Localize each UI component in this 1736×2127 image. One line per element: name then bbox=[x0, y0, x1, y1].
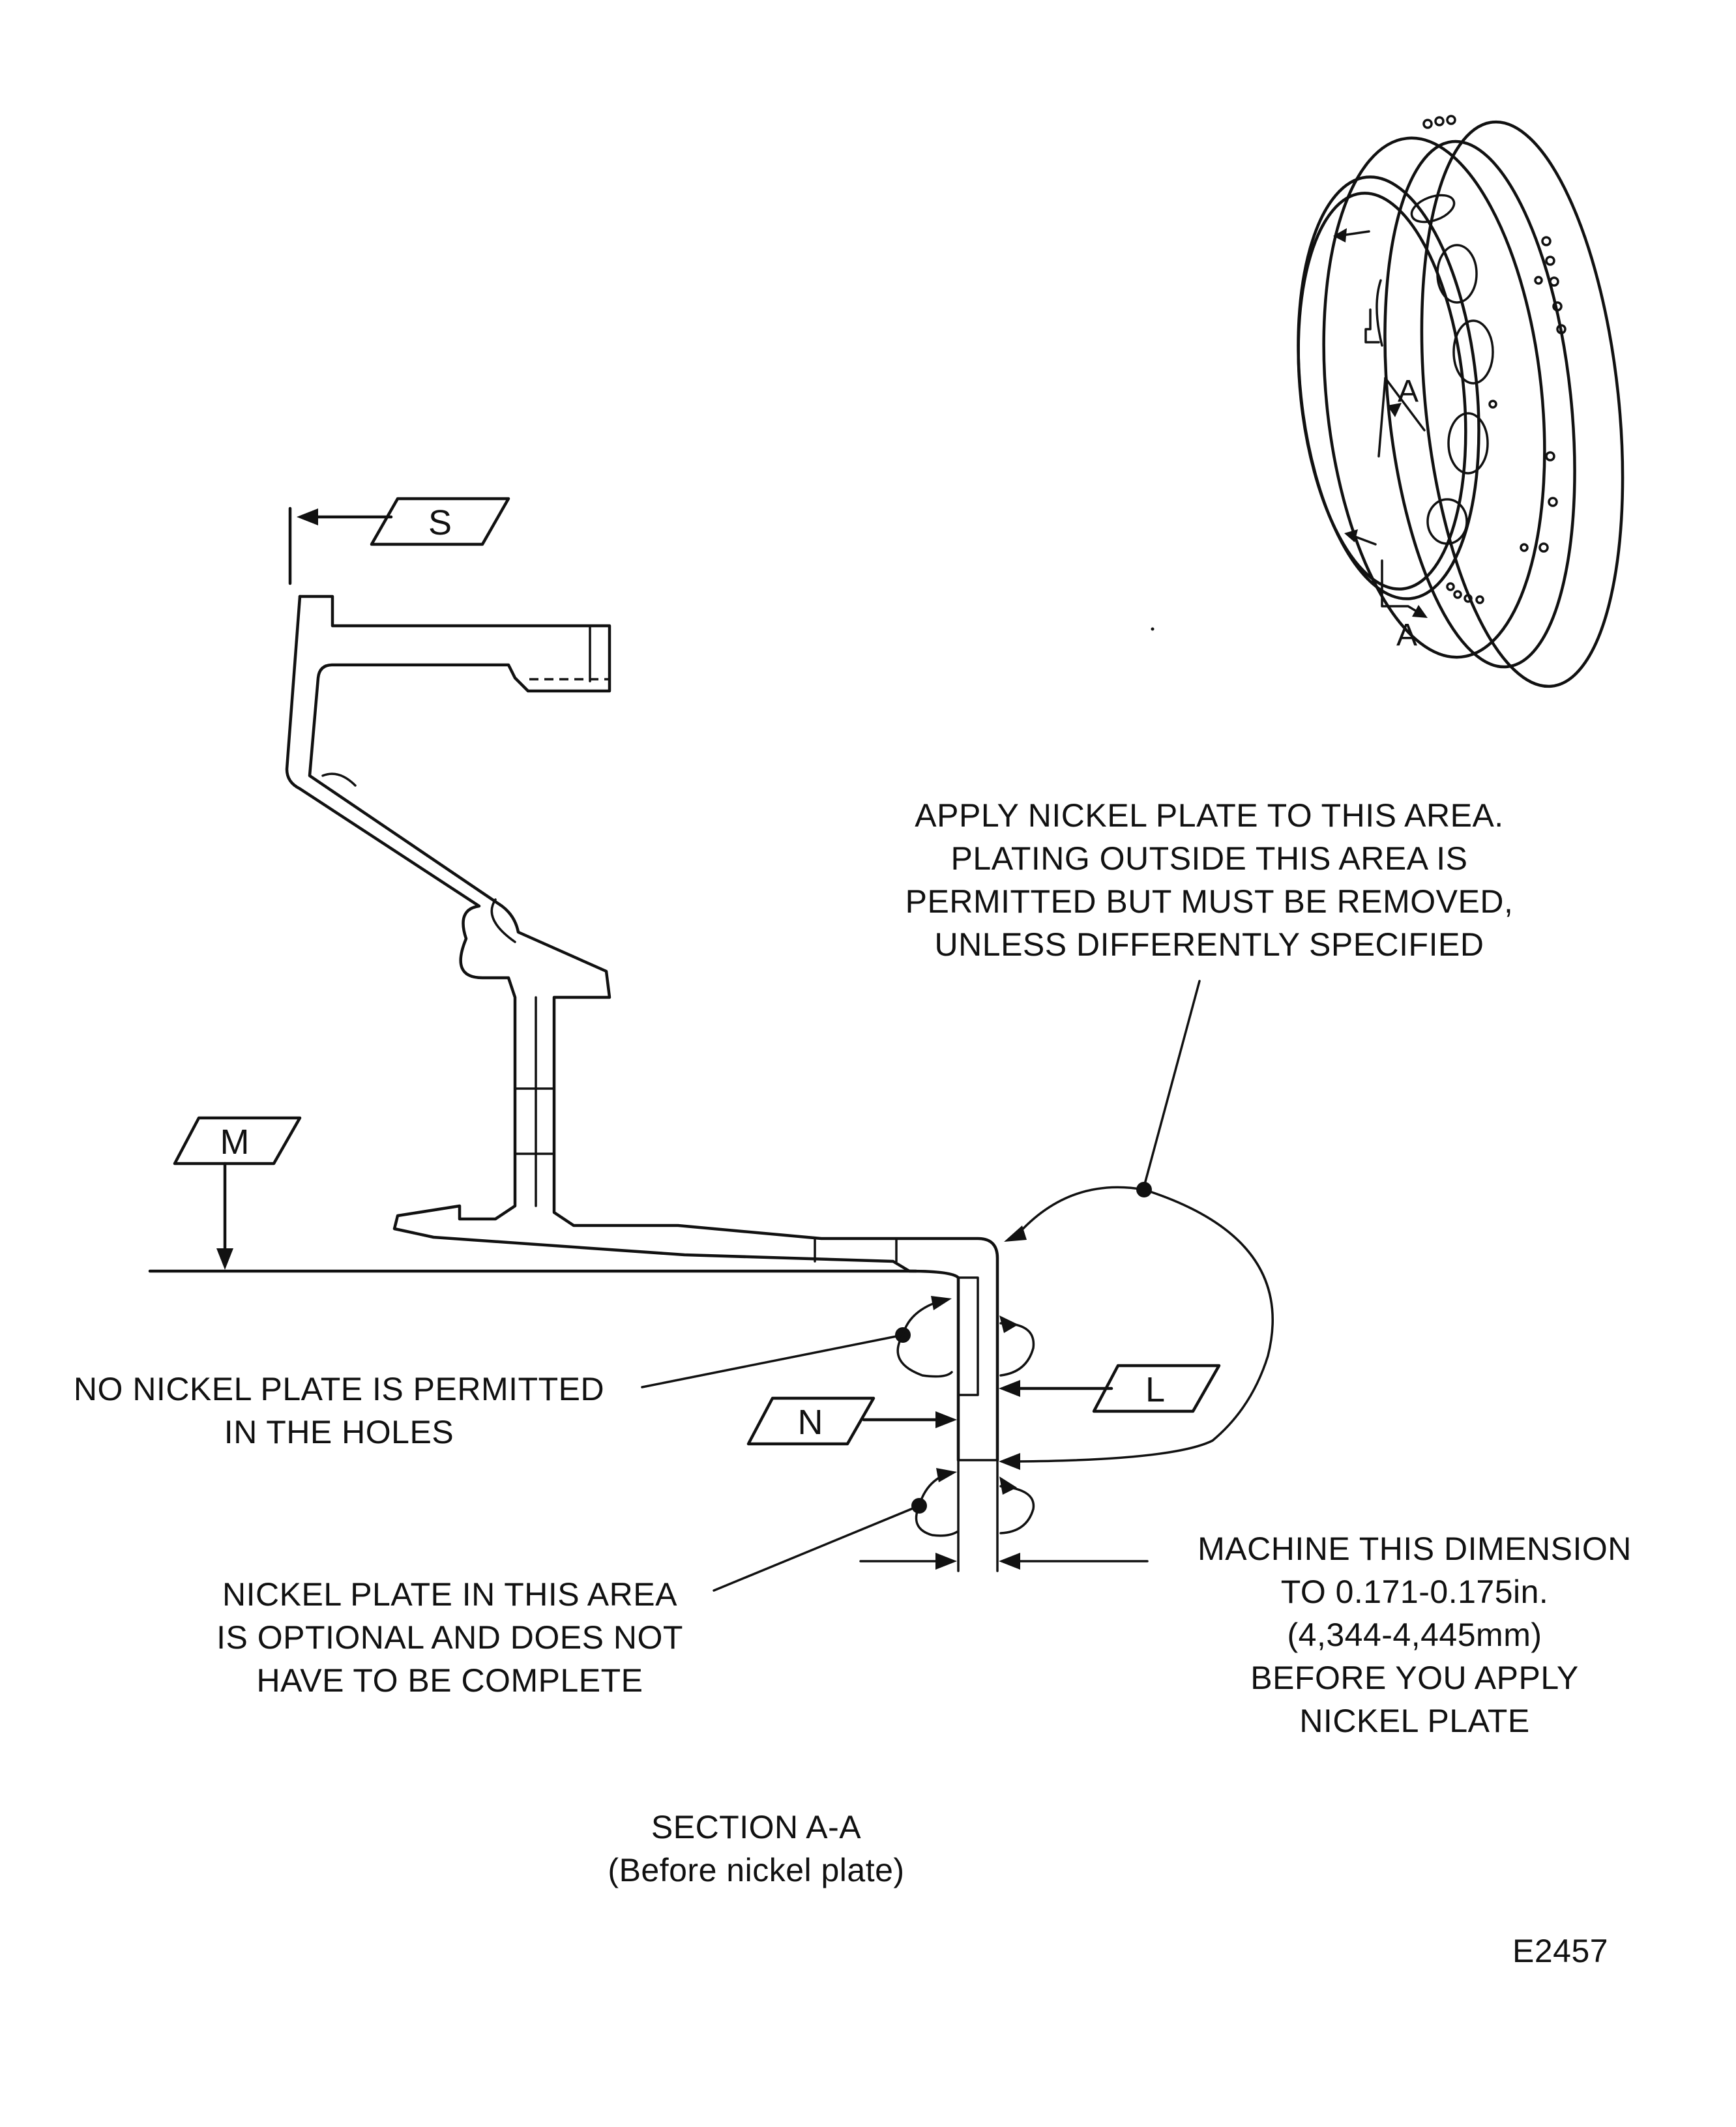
section-title: SECTION A-A bbox=[651, 1809, 862, 1845]
view-label-a-top: A bbox=[1398, 374, 1419, 409]
datum-tag-s: S bbox=[288, 497, 510, 585]
datum-tag-m: M bbox=[173, 1116, 302, 1270]
svg-text:L: L bbox=[1145, 1370, 1165, 1409]
machine-dimension-note: MACHINE THIS DIMENSION TO 0.171-0.175in.… bbox=[1198, 1531, 1632, 1739]
no-plate-holes-leader bbox=[641, 1296, 1035, 1388]
datum-tag-l: L bbox=[999, 1364, 1221, 1413]
optional-area-leader bbox=[713, 1468, 1035, 1592]
section-subtitle: (Before nickel plate) bbox=[608, 1852, 905, 1888]
apply-area-leader bbox=[999, 980, 1274, 1470]
section-profile bbox=[148, 594, 999, 1572]
no-plate-holes-note: NO NICKEL PLATE IS PERMITTED IN THE HOLE… bbox=[73, 1371, 605, 1450]
svg-text:M: M bbox=[220, 1122, 250, 1162]
svg-text:N: N bbox=[798, 1403, 823, 1442]
thickness-dimension bbox=[859, 1553, 1149, 1570]
optional-plate-note: NICKEL PLATE IN THIS AREA IS OPTIONAL AN… bbox=[216, 1576, 683, 1699]
view-label-a-bottom: A bbox=[1396, 618, 1417, 653]
apply-nickel-plate-note: APPLY NICKEL PLATE TO THIS AREA. PLATING… bbox=[905, 797, 1514, 963]
section-caption: SECTION A-A (Before nickel plate) bbox=[508, 1806, 1004, 1892]
figure-id: E2457 bbox=[1512, 1933, 1609, 1969]
datum-tag-n: N bbox=[746, 1396, 957, 1446]
ring-pockets bbox=[1410, 194, 1494, 545]
svg-text:S: S bbox=[428, 503, 452, 542]
ring-iso-view bbox=[1297, 115, 1625, 688]
ring-bolt-holes bbox=[1422, 115, 1567, 604]
